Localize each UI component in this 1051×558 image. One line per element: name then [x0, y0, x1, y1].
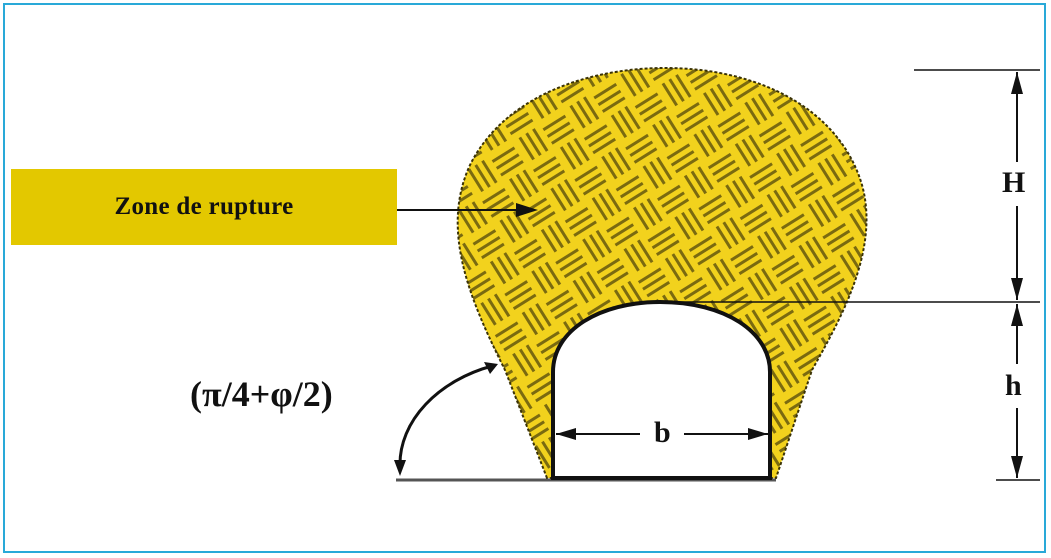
h-arrow-top	[1011, 304, 1023, 326]
zone-label-text: Zone de rupture	[114, 193, 294, 220]
h-arrow-bottom	[1011, 456, 1023, 478]
angle-arrowhead-bottom	[394, 460, 406, 476]
H-arrow-top	[1011, 72, 1023, 94]
width-arrow-right	[748, 428, 768, 440]
angle-arc	[398, 364, 493, 469]
width-arrow-left	[556, 428, 576, 440]
width-label: b	[650, 416, 675, 450]
opening-outline	[551, 299, 772, 480]
zone-label-box: Zone de rupture	[11, 169, 397, 245]
height-lower-label: h	[1005, 369, 1022, 402]
zone-leader-arrowhead	[516, 203, 538, 217]
angle-label: (π/4+φ/2)	[190, 374, 333, 414]
angle-arrowhead-top	[484, 362, 498, 374]
height-upper-label: H	[1002, 166, 1026, 199]
H-arrow-bottom	[1011, 278, 1023, 300]
